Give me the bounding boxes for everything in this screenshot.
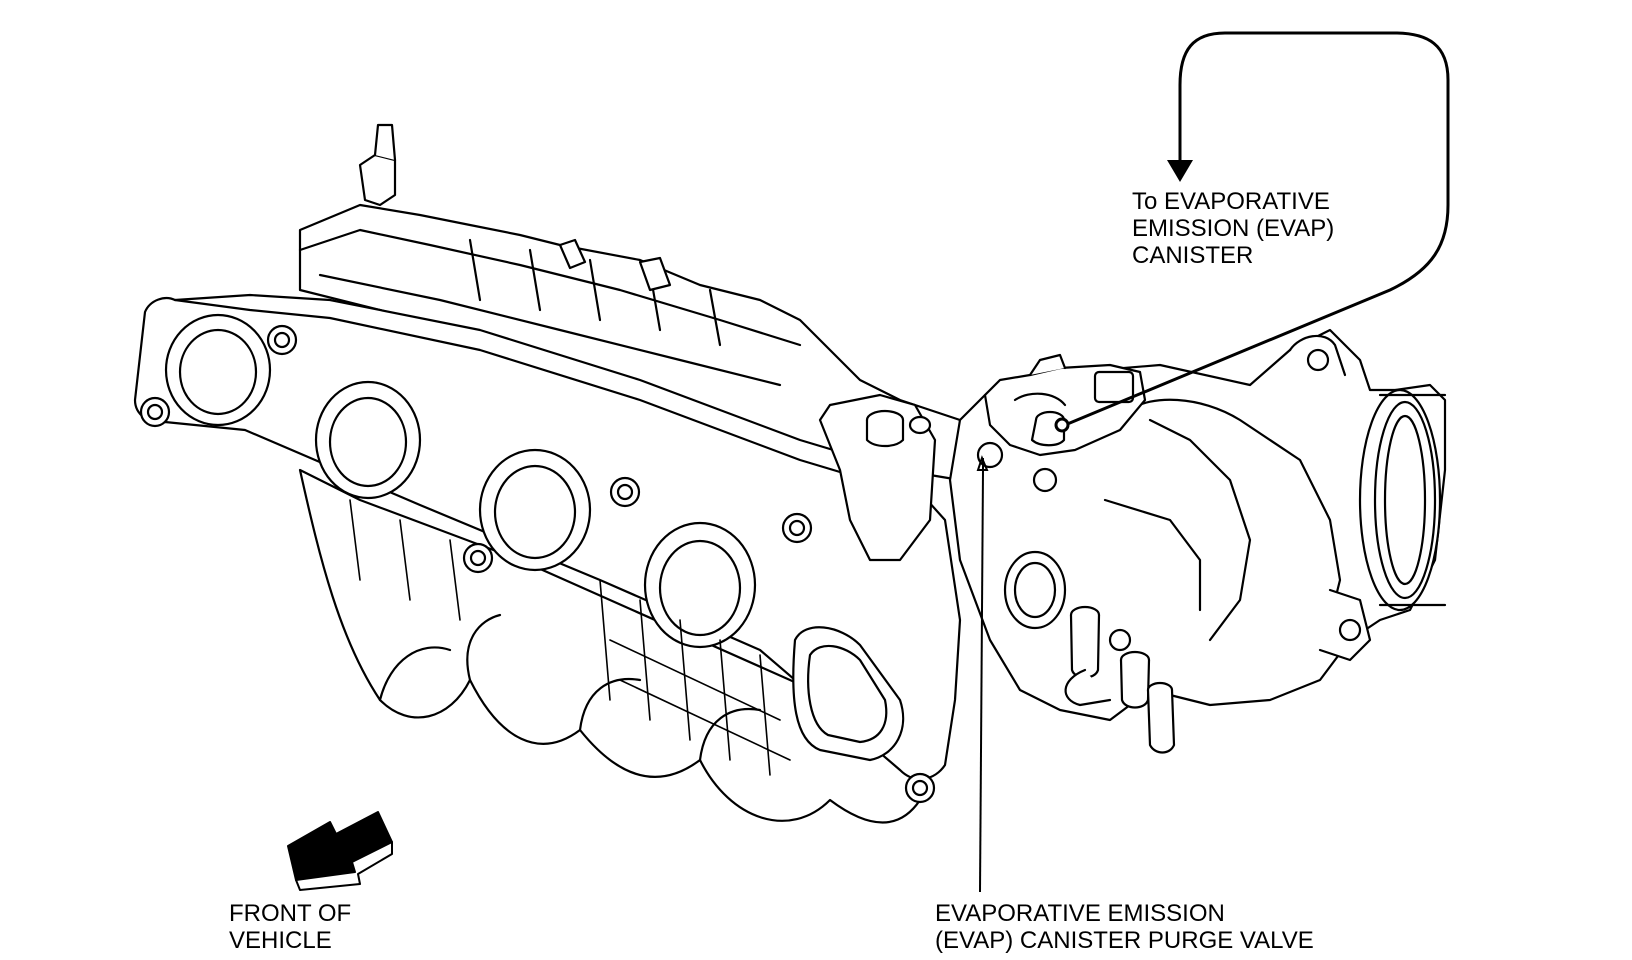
manifold-lower-runners: [298, 468, 932, 824]
canister-label-line-3: CANISTER: [1132, 242, 1254, 269]
canister-label: To EVAPORATIVE EMISSION (EVAP) CANISTER: [1132, 188, 1334, 269]
purge-valve-leader-line: [979, 469, 984, 893]
intake-ports: [164, 313, 905, 762]
side-bracket: [818, 393, 937, 562]
front-label-line-2: VEHICLE: [229, 927, 332, 954]
flange-ribbing: [349, 499, 791, 776]
front-label-line-1: FRONT OF: [229, 900, 352, 927]
flange-bolt-bosses: [139, 324, 936, 804]
arrow-down-icon: [1167, 160, 1193, 182]
canister-label-line-1: To EVAPORATIVE: [1132, 188, 1330, 215]
canister-label-line-2: EMISSION (EVAP): [1132, 215, 1335, 242]
purge-valve-label-line-2: (EVAP) CANISTER PURGE VALVE: [935, 927, 1314, 954]
purge-valve-label-line-1: EVAPORATIVE EMISSION: [935, 900, 1225, 927]
canister-hose-line: [1064, 31, 1450, 427]
front-of-vehicle-label: FRONT OF VEHICLE: [229, 900, 351, 954]
canister-hose-path: [1054, 31, 1450, 433]
manifold-plenum: [298, 123, 962, 482]
purge-valve-body: [976, 353, 1147, 493]
front-of-vehicle-arrow-icon: [287, 811, 393, 891]
purge-valve-label: EVAPORATIVE EMISSION (EVAP) CANISTER PUR…: [935, 900, 1314, 954]
purge-valve-leader: [976, 455, 989, 893]
coolant-fittings: [1064, 605, 1176, 754]
